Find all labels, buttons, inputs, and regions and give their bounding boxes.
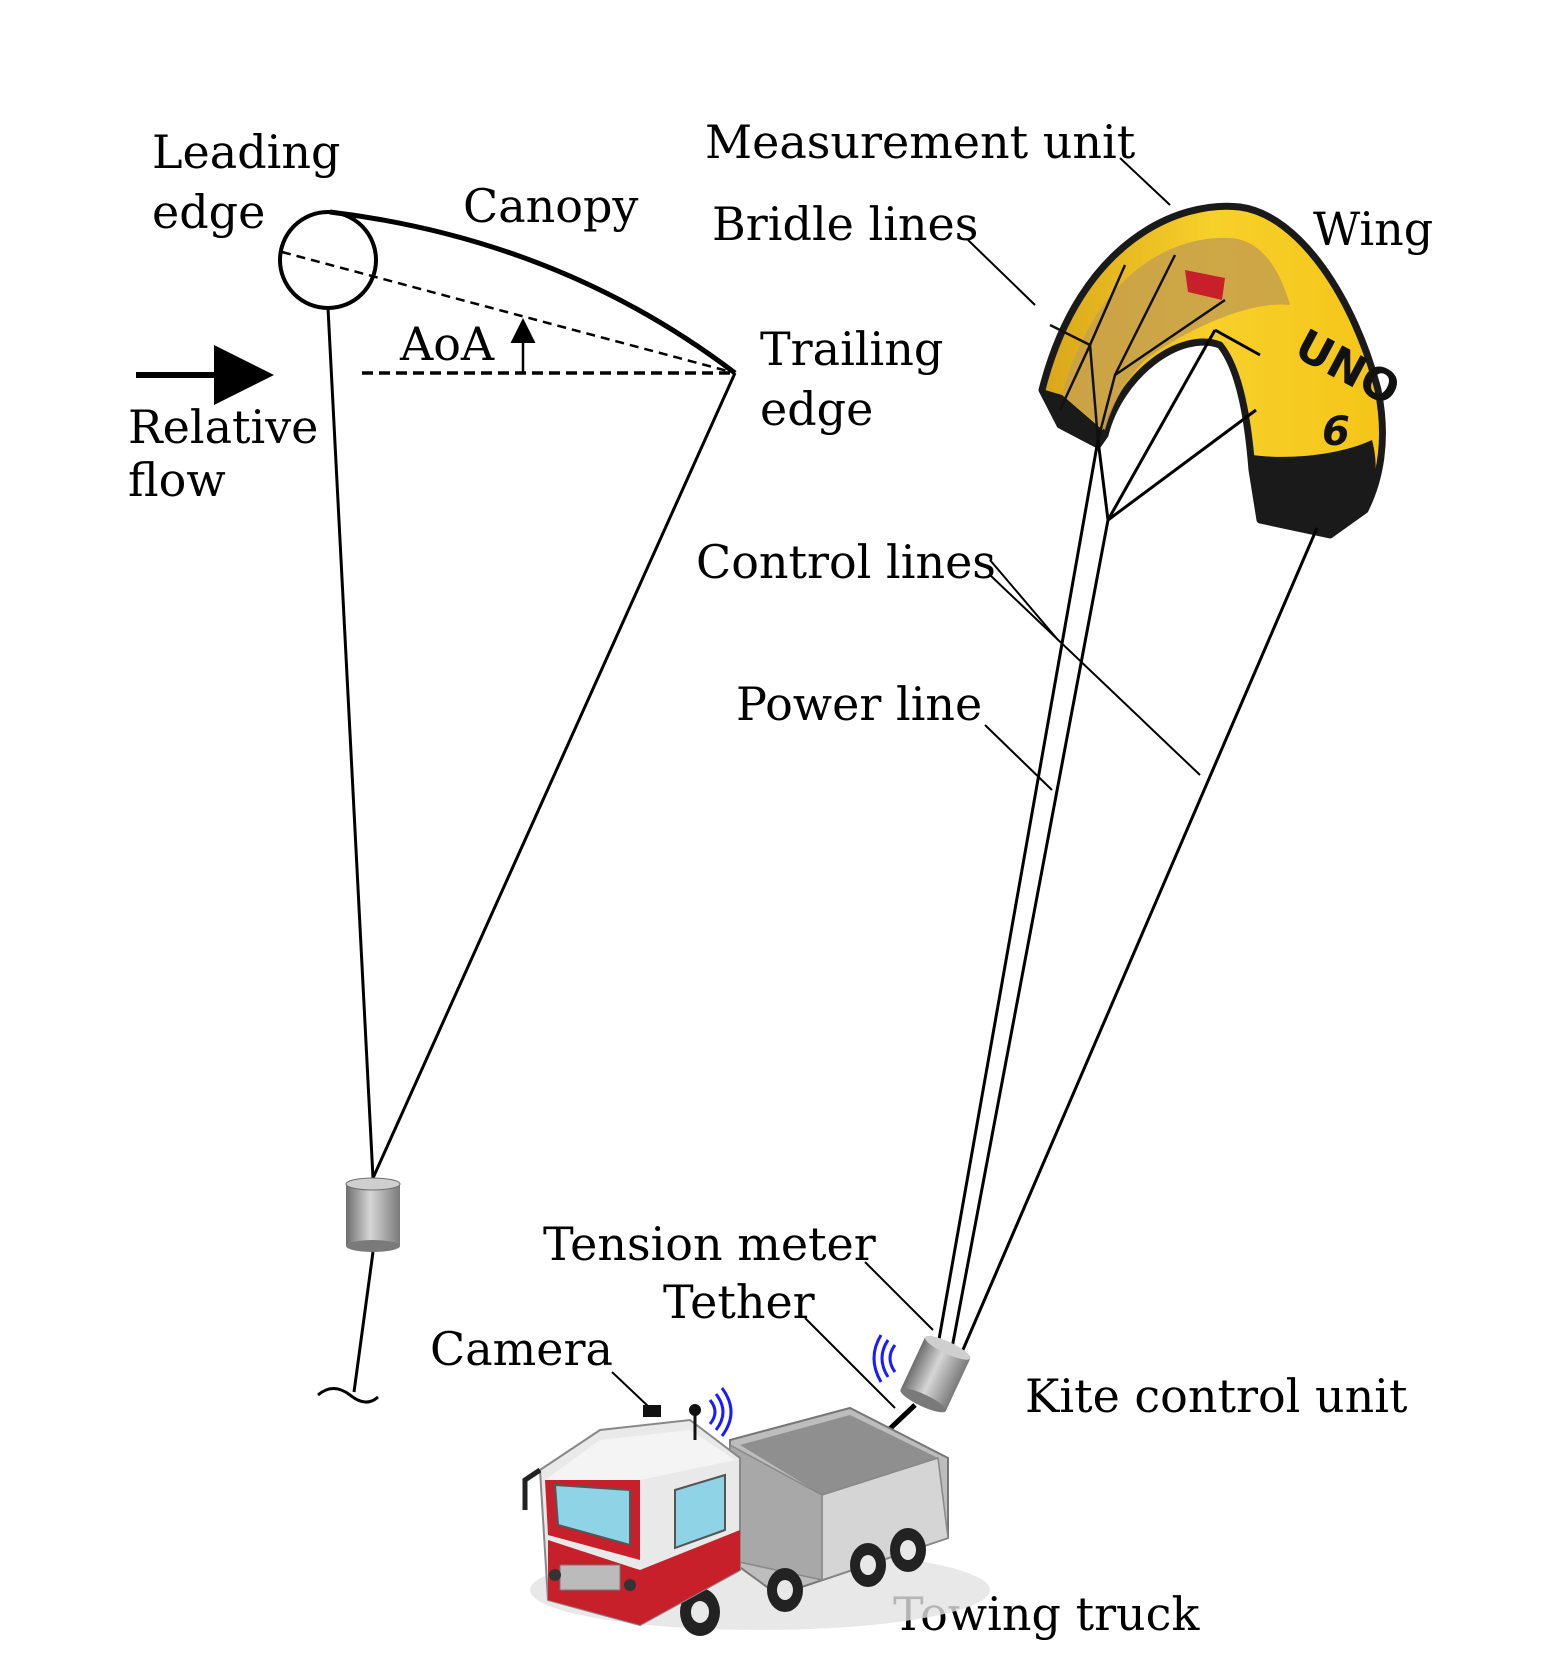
label-bridle-lines: Bridle lines <box>712 197 978 251</box>
label-control-lines: Control lines <box>696 535 996 589</box>
airfoil-schematic <box>136 209 737 1404</box>
wing-dark-band-right <box>1252 440 1376 535</box>
leader-lines <box>611 157 1201 1409</box>
canopy-curve <box>329 209 737 375</box>
label-leading-edge-2: edge <box>152 185 265 239</box>
signal-icon-truck <box>708 1387 733 1437</box>
label-camera: Camera <box>430 1322 613 1376</box>
towing-truck <box>522 1404 990 1636</box>
label-relative-flow-1: Relative <box>128 400 318 454</box>
wing-red-patch <box>1185 270 1225 300</box>
label-measurement-unit: Measurement unit <box>705 115 1136 169</box>
signal-icon-kcu <box>872 1334 897 1383</box>
wing-dark-band-left <box>1045 390 1105 445</box>
front-line <box>326 307 375 1179</box>
rear-line <box>371 372 737 1179</box>
wing-size-text: 6 <box>1322 409 1350 455</box>
tether-line <box>352 1251 375 1393</box>
chord-line <box>281 250 736 375</box>
label-relative-flow-2: flow <box>128 453 226 507</box>
tension-cylinder <box>345 1177 401 1252</box>
control-line-right <box>960 527 1319 1353</box>
label-kite-control-unit: Kite control unit <box>1025 1369 1408 1423</box>
label-aoa: AoA <box>399 317 495 371</box>
bridle-lines <box>1049 254 1226 441</box>
kite-wing: UNO 6 <box>1038 202 1408 539</box>
control-line-left <box>936 439 1100 1346</box>
label-tether: Tether <box>663 1275 815 1329</box>
label-wing: Wing <box>1313 202 1433 256</box>
label-power-line: Power line <box>736 677 982 731</box>
ground-tilde <box>317 1387 380 1404</box>
label-leading-edge-1: Leading <box>152 125 340 179</box>
label-tension-meter: Tension meter <box>543 1217 876 1271</box>
power-line <box>950 519 1110 1349</box>
label-canopy: Canopy <box>463 179 638 233</box>
leading-edge-tube <box>278 210 378 310</box>
kite-lines <box>936 328 1319 1353</box>
kite-control-unit <box>874 1335 971 1442</box>
label-trailing-edge-1: Trailing <box>760 322 943 376</box>
camera-icon <box>643 1405 661 1417</box>
label-trailing-edge-2: edge <box>760 382 873 436</box>
